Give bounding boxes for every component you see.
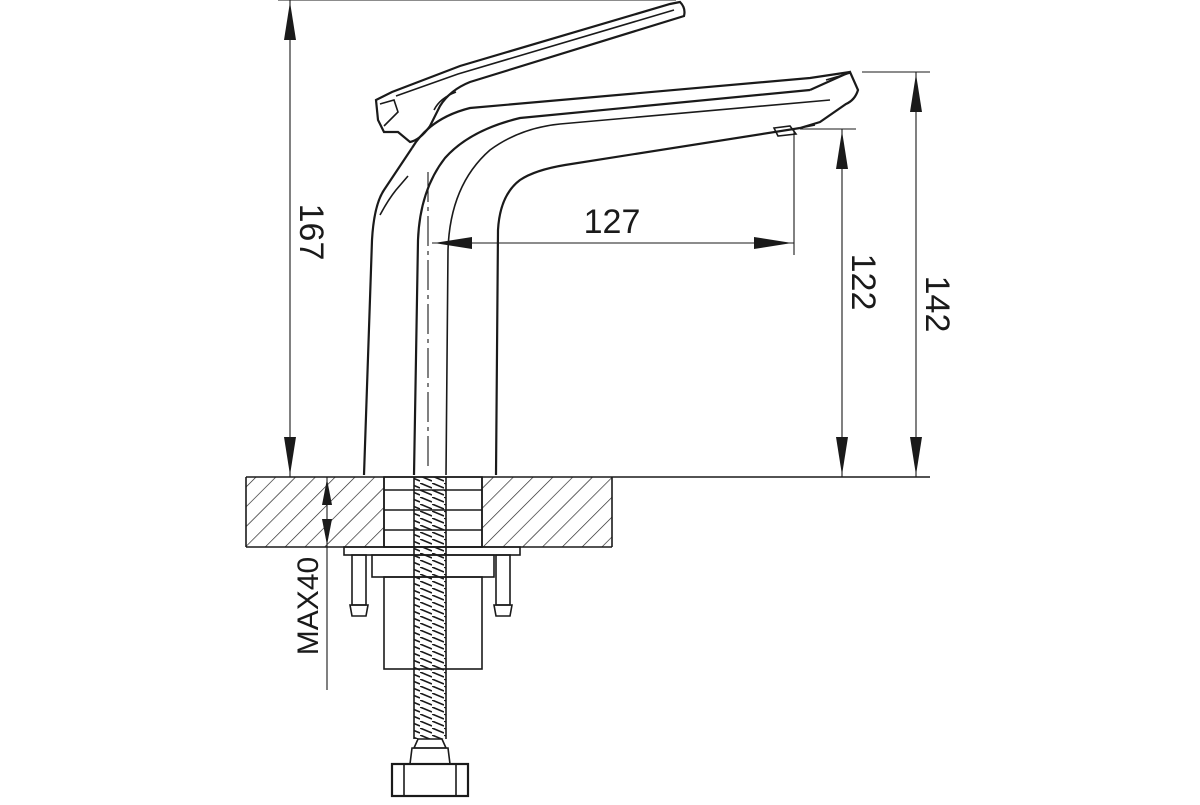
dimension-spout-reach: 127 (432, 130, 795, 255)
dimension-label-142: 142 (918, 276, 956, 333)
handle-lever (374, 0, 686, 144)
dimension-label-max40: MAX40 (292, 557, 325, 655)
dimension-label-127: 127 (584, 203, 641, 241)
faucet-body (362, 70, 860, 476)
dimension-spout-top-height: 142 (862, 71, 956, 477)
mounting-hardware (343, 476, 521, 798)
dimension-label-167: 167 (292, 204, 330, 261)
dimension-total-height: 167 (278, 0, 676, 477)
dimension-outlet-height: 122 (800, 128, 882, 477)
dimension-mounting-thickness: MAX40 (292, 477, 332, 690)
countertop (245, 476, 930, 548)
dimension-label-122: 122 (844, 254, 882, 311)
